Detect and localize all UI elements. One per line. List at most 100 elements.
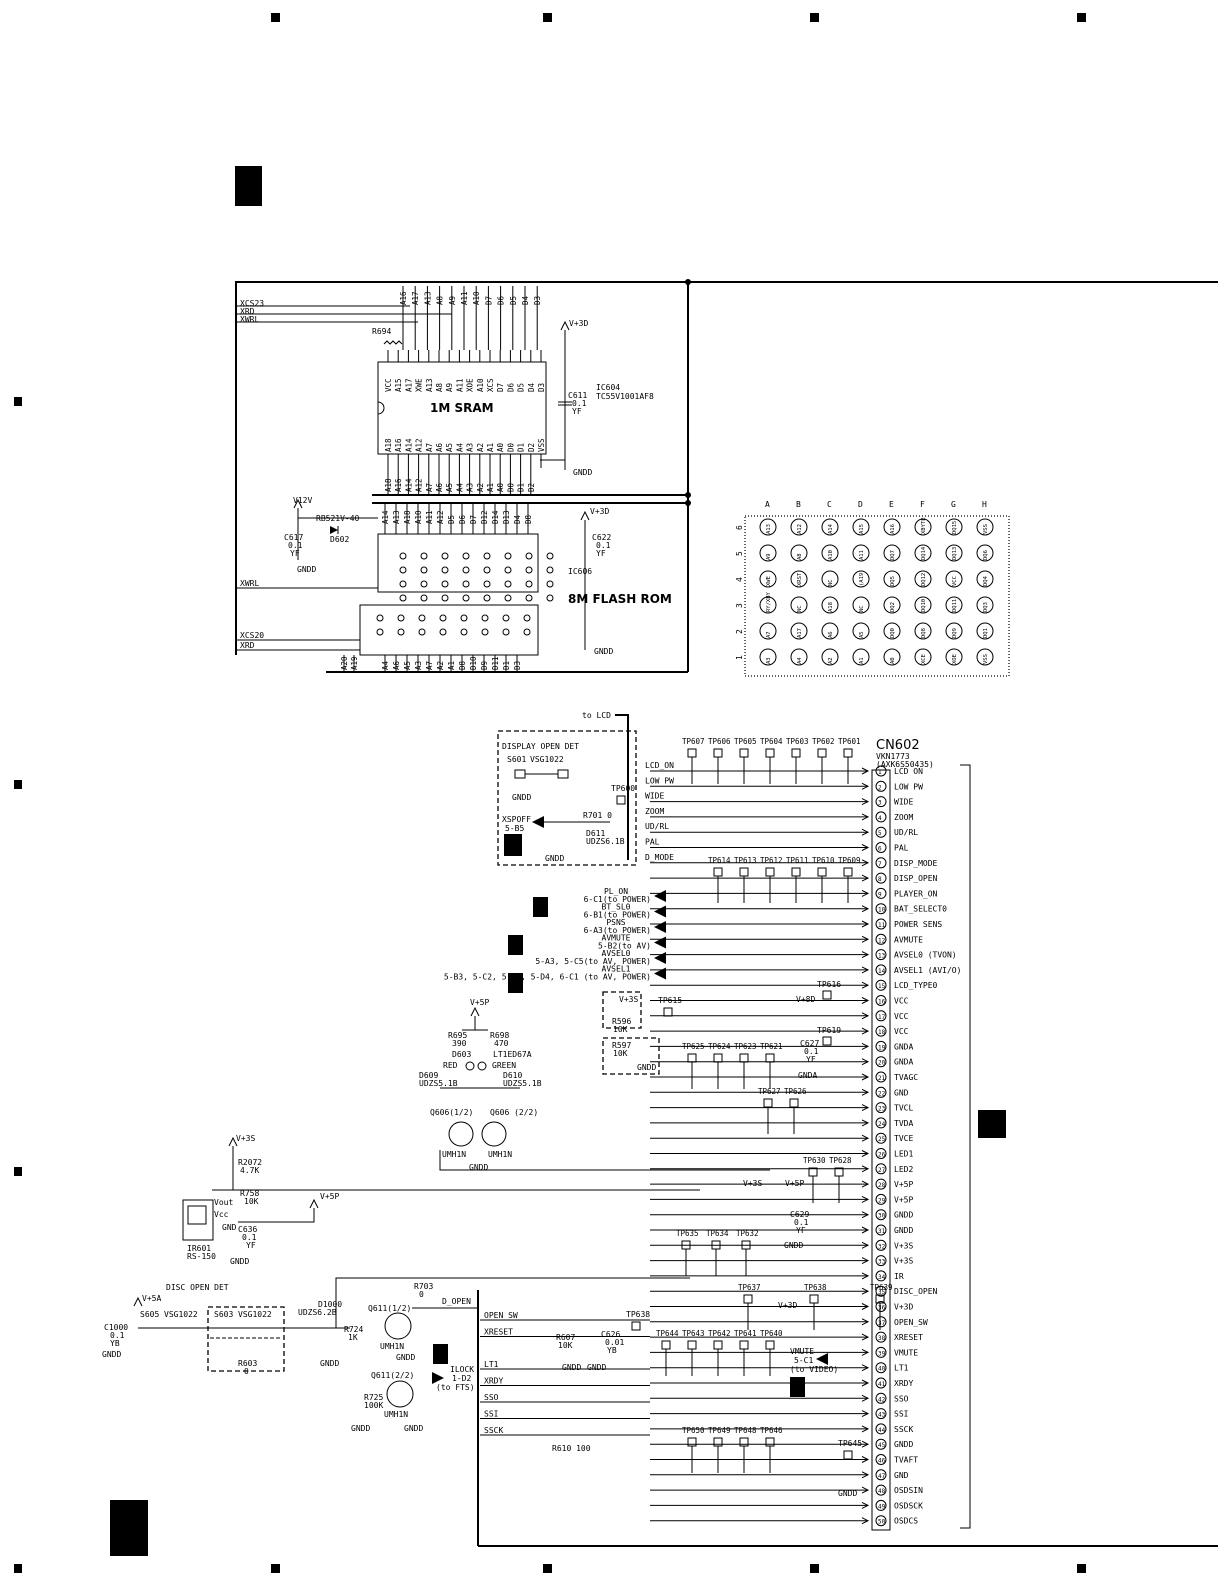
display-open-to-lcd: to LCD	[582, 711, 611, 720]
bga-ball	[914, 570, 932, 588]
bga-ball	[790, 518, 808, 536]
bga-ball-label: A5	[859, 631, 865, 638]
bga-row-label: 6	[735, 525, 744, 530]
disc-open-ilock: ILOCK	[450, 1365, 474, 1374]
cn602-pin-label: POWER SENS	[894, 920, 942, 929]
sram-top-pin: A11	[455, 378, 464, 392]
bga-row-label: 2	[735, 629, 744, 634]
bga-ball-label: XOE	[952, 654, 958, 664]
cn602-pin-label: V+3S	[894, 1241, 913, 1250]
bga-ball	[852, 622, 870, 640]
cn602-pin-label: OPEN_SW	[894, 1318, 928, 1327]
disc-open-d: D1000	[318, 1300, 342, 1309]
bga-ball-label: VCC	[952, 576, 958, 586]
bga-ball-label: A10	[828, 550, 834, 560]
cn602-pin-number: 31	[878, 1228, 886, 1235]
tp-row1: TP604	[760, 737, 783, 746]
cn602-pin	[875, 1301, 887, 1312]
disc-open-cap: C1000	[104, 1323, 128, 1332]
sram-top-pin: A10	[476, 378, 485, 392]
net-label-left: PAL	[645, 838, 660, 847]
power-signal-name: AVMUTE	[602, 934, 631, 943]
cn602-pin-label: TVCL	[894, 1104, 913, 1113]
bga-ball	[759, 648, 777, 666]
ir-gndd: GNDD	[230, 1257, 249, 1266]
cn602-pin	[875, 1163, 887, 1175]
cn602-part2: (AXK6S50435)	[876, 760, 934, 769]
disc-open-cap-type: YB	[110, 1339, 120, 1348]
mid-v3s: V+3S	[743, 1179, 762, 1188]
cn602-pin-number: 43	[878, 1412, 886, 1419]
tp-row9: TP650	[682, 1426, 705, 1435]
cn602-pin	[875, 872, 887, 884]
power-signal-ref: 5-B2(to AV)	[598, 942, 651, 951]
vmute-to: (to VIDEO)	[790, 1365, 838, 1374]
sram-ic-part: TC55V1001AF8	[596, 392, 654, 401]
cn602-pin-number: 22	[878, 1090, 886, 1097]
cn602-pin	[875, 1423, 887, 1435]
bga-ball-label: DQ1	[983, 628, 989, 638]
cn602-pin-label: GND	[894, 1471, 909, 1480]
display-open-block: DISPLAY OPEN DET to LCD S601 VSG1022 GND…	[497, 711, 637, 866]
cn602-pin-number: 5	[878, 830, 882, 837]
bga-col-label: B	[796, 500, 801, 509]
bga-ball	[976, 570, 994, 588]
sram-top-pin: A17	[404, 378, 413, 392]
display-open-xspoff-ref: 5-B5	[505, 824, 524, 833]
frames	[235, 279, 1218, 1547]
disc-open-gndd: GNDD	[102, 1350, 121, 1359]
bga-ball-label: VSS	[983, 524, 989, 534]
disc-open-gndd4: GNDD	[404, 1424, 423, 1433]
flash-diode: D602	[330, 535, 349, 544]
sram-bottom-pin: A3	[466, 443, 475, 452]
cn602-pin	[875, 765, 887, 777]
lower-net-label: SSCK	[484, 1426, 503, 1435]
bga-ball-label: DQ11	[952, 599, 958, 612]
sram-top-pin: XOE	[466, 378, 475, 392]
ir-block: V+3S R2072 4.7K R758 10K V+5P Vout Vcc G…	[182, 1134, 700, 1266]
lower-net-label: XRDY	[484, 1377, 503, 1386]
cn602-pin-number: 19	[878, 1044, 886, 1051]
bga-ball-label: DQ6	[983, 550, 989, 560]
disc-open-gndd3: GNDD	[396, 1353, 415, 1362]
ir-cap-type: YF	[246, 1241, 256, 1250]
cn602-pin	[875, 1515, 887, 1527]
led-red: RED	[443, 1061, 458, 1070]
disc-open-v5a: V+5A	[142, 1294, 161, 1303]
bga-ball-label: A2	[828, 657, 834, 664]
led-gndd: GNDD	[469, 1163, 488, 1172]
cn602-pin-label: DISC_OPEN	[894, 1287, 938, 1296]
bga-ball	[790, 596, 808, 614]
lcd-type-r1: R596	[612, 1017, 631, 1026]
tp-row7: TP637	[738, 1283, 761, 1292]
bga-col-label: A	[765, 500, 770, 509]
disc-open-r: R603	[238, 1359, 257, 1368]
sram-bottom-pin: A1	[486, 443, 495, 452]
ir-r2v: 10K	[244, 1197, 259, 1206]
cn602-pin-label: LT1	[894, 1364, 909, 1373]
cn602-pin-label: VCC	[894, 1027, 909, 1036]
led-r1: R695	[448, 1031, 467, 1040]
tp-row2: TP611	[786, 856, 809, 865]
cn602-pin-number: 48	[878, 1488, 886, 1495]
sram-bottom-net: D0	[506, 482, 515, 492]
power-signal-ref: 6-A3(to POWER)	[584, 926, 651, 935]
ir-v3s: V+3S	[236, 1134, 255, 1143]
flash-signal-xrd: XRD	[240, 641, 255, 650]
cn602-pin	[875, 1392, 887, 1404]
vmute-block: VMUTE 5-C1 (to VIDEO) V+3D	[778, 1301, 838, 1397]
power-signal-name: AVSEL0	[602, 949, 631, 958]
disc-open-title: DISC OPEN DET	[166, 1283, 229, 1292]
flash-cap-type: YF	[596, 549, 606, 558]
tp-row9: TP649	[708, 1426, 731, 1435]
bga-col-label: G	[951, 500, 956, 509]
led-green: GREEN	[492, 1061, 516, 1070]
bga-ball	[759, 544, 777, 562]
bga-ball	[821, 544, 839, 562]
led-r1v: 390	[452, 1039, 467, 1048]
bga-ball	[790, 570, 808, 588]
display-open-diode: D611	[586, 829, 605, 838]
xreset-ct: YB	[607, 1346, 617, 1355]
lcd-type-tp16: TP616	[817, 980, 841, 989]
